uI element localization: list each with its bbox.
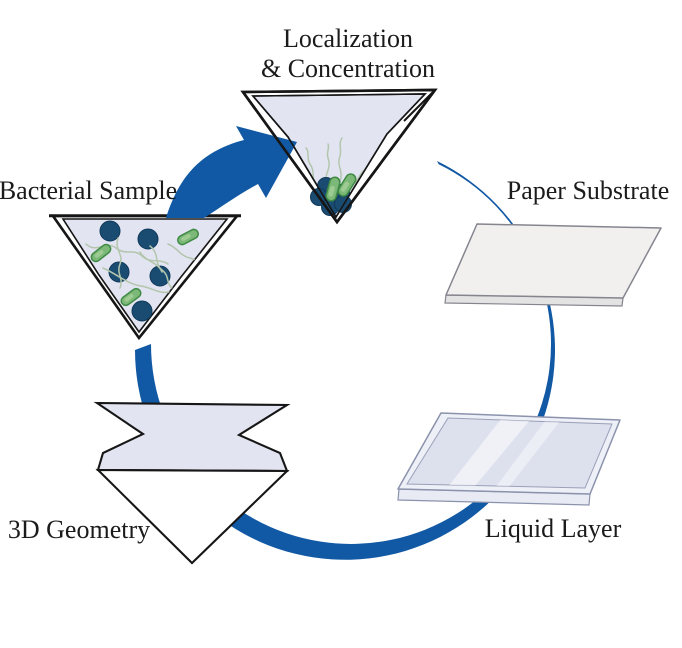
bacterium-rod	[337, 173, 357, 197]
origami-template-shape	[93, 401, 291, 565]
label-localization: Localization & Concentration	[261, 24, 435, 84]
bacterial-cell	[149, 265, 171, 287]
localization-cone	[240, 88, 438, 225]
bacterial-cell	[99, 220, 121, 242]
label-localization-line1: Localization	[283, 24, 413, 53]
bacterium-rod	[177, 228, 199, 246]
concentrated-bacteria	[289, 137, 383, 216]
bacterial-sample-cone	[49, 214, 241, 341]
bacterium-rod	[120, 287, 142, 307]
label-liquid-layer: Liquid Layer	[484, 514, 622, 543]
paper-substrate-sheet	[444, 223, 662, 307]
label-paper-substrate: Paper Substrate	[506, 176, 670, 205]
bacterial-cell	[137, 228, 159, 250]
bacterial-cell	[131, 300, 153, 322]
liquid-layer-slab	[397, 412, 621, 506]
bacterium-rod	[90, 243, 112, 263]
localization-cone-outline	[240, 88, 438, 225]
dispersed-bacteria	[85, 220, 209, 322]
label-bacterial-sample: Bacterial Sample	[0, 176, 178, 205]
cycle-arrow	[166, 126, 297, 218]
label-3d-geometry: 3D Geometry	[7, 515, 151, 544]
liquid-reflection-streaks	[444, 418, 564, 488]
bacterium-rod	[325, 176, 341, 202]
label-localization-line2: & Concentration	[260, 54, 436, 83]
